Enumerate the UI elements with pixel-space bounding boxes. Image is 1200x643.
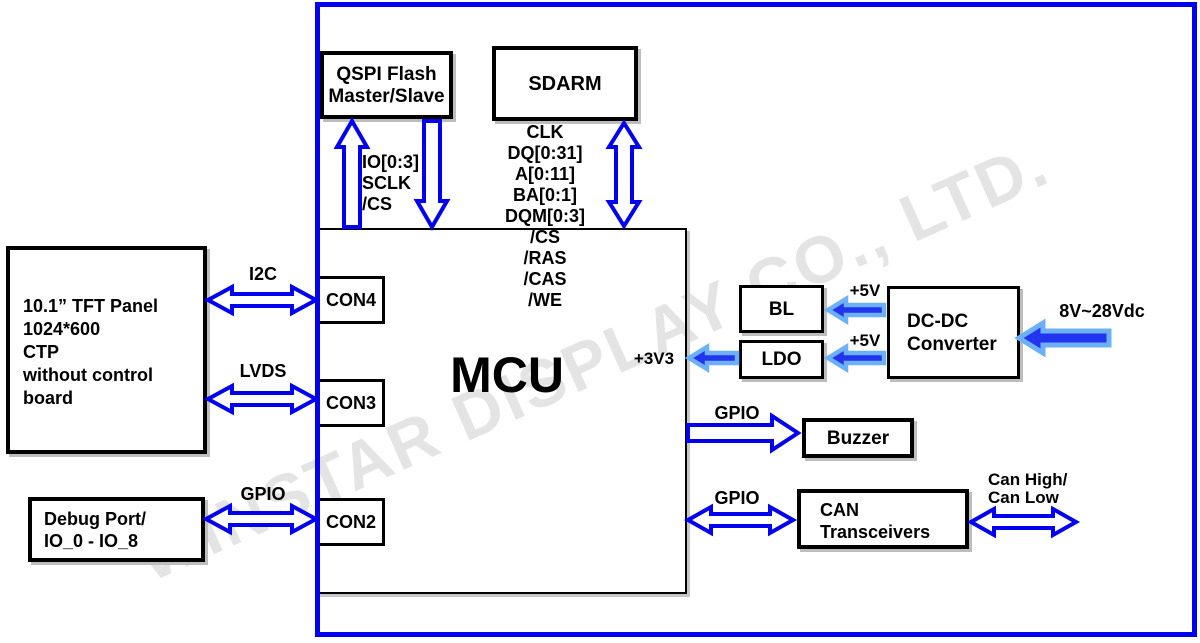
con4-connector: CON4 bbox=[317, 276, 385, 324]
con4-label: CON4 bbox=[325, 289, 376, 310]
sdram-bus-labels: CLK DQ[0:31] A[0:11] BA[0:1] DQM[0:3] /C… bbox=[478, 122, 612, 311]
con2-connector: CON2 bbox=[317, 498, 385, 546]
sdram-bus-ras: /RAS bbox=[523, 248, 567, 268]
qspi-bus-sclk: SCLK bbox=[362, 173, 411, 193]
bl-box: BL bbox=[739, 285, 824, 333]
sdram-label: SDARM bbox=[528, 73, 602, 95]
vin-label: 8V~28Vdc bbox=[1059, 301, 1145, 321]
i2c-arrow bbox=[203, 283, 321, 317]
buzzer-label: Buzzer bbox=[826, 428, 890, 449]
sdram-bidirectional-arrow bbox=[605, 119, 643, 230]
can-high-low-arrow bbox=[966, 505, 1081, 539]
ldo-label: LDO bbox=[761, 349, 802, 370]
debug-port-label-line2: IO_0 - IO_8 bbox=[44, 531, 139, 551]
can-label-line1: CAN bbox=[820, 500, 859, 520]
plus3v3-label: +3V3 bbox=[633, 349, 675, 368]
sdram-bus-we: /WE bbox=[528, 290, 562, 310]
can-transceivers-box: CAN Transceivers bbox=[797, 489, 969, 549]
debug-port-label-line1: Debug Port/ bbox=[44, 509, 146, 529]
plus3v3-arrow bbox=[684, 342, 740, 374]
gpio-debug-label: GPIO bbox=[240, 484, 286, 504]
bl-label: BL bbox=[768, 299, 795, 320]
sdram-box: SDARM bbox=[492, 46, 638, 121]
tft-line-4: without control bbox=[23, 365, 153, 385]
dcdc-label-line2: Converter bbox=[907, 334, 997, 355]
mcu-label: MCU bbox=[450, 347, 564, 403]
gpio-can-label: GPIO bbox=[714, 488, 760, 508]
can-high-low-label: Can High/ Can Low bbox=[988, 471, 1067, 507]
gpio-buzzer-label: GPIO bbox=[714, 403, 760, 423]
plus5v-bl-label: +5V bbox=[849, 281, 881, 300]
gpio-debug-arrow bbox=[201, 502, 321, 536]
gpio-can-arrow bbox=[683, 503, 798, 537]
lvds-label: LVDS bbox=[239, 361, 287, 381]
plus5v-bl-arrow bbox=[823, 294, 887, 326]
can-high-label: Can High/ bbox=[988, 470, 1068, 489]
can-label-line2: Transceivers bbox=[820, 522, 931, 542]
sdram-bus-cs: /CS bbox=[529, 227, 560, 247]
tft-line-2: 1024*600 bbox=[23, 319, 101, 339]
buzzer-box: Buzzer bbox=[802, 418, 914, 458]
sdram-bus-clk: CLK bbox=[526, 122, 564, 142]
dcdc-label-line1: DC-DC bbox=[907, 311, 969, 332]
qspi-flash-label-line1: QSPI Flash bbox=[336, 64, 437, 85]
con2-label: CON2 bbox=[325, 511, 376, 532]
vin-arrow bbox=[1014, 318, 1112, 358]
qspi-up-arrow bbox=[333, 116, 371, 229]
sdram-bus-dq: DQ[0:31] bbox=[507, 143, 583, 163]
debug-port-box: Debug Port/ IO_0 - IO_8 bbox=[28, 497, 205, 562]
sdram-bus-dqm: DQM[0:3] bbox=[505, 206, 585, 226]
tft-line-5: board bbox=[23, 388, 74, 408]
sdram-bus-a: A[0:11] bbox=[514, 164, 576, 184]
tft-line-3: CTP bbox=[23, 342, 59, 362]
i2c-label: I2C bbox=[248, 264, 277, 284]
qspi-bus-cs: /CS bbox=[362, 194, 393, 214]
ldo-box: LDO bbox=[739, 340, 824, 379]
sdram-bus-cas: /CAS bbox=[523, 269, 567, 289]
plus5v-ldo-arrow bbox=[823, 342, 887, 374]
dcdc-converter-box: DC-DC Converter bbox=[887, 286, 1020, 379]
qspi-bus-io: IO[0:3] bbox=[362, 152, 420, 172]
qspi-flash-label-line2: Master/Slave bbox=[328, 86, 445, 107]
qspi-bus-labels: IO[0:3] SCLK /CS bbox=[362, 152, 419, 215]
con3-label: CON3 bbox=[325, 392, 376, 413]
sdram-bus-ba: BA[0:1] bbox=[512, 185, 577, 205]
lvds-arrow bbox=[203, 382, 321, 416]
tft-panel-box: 10.1” TFT Panel 1024*600 CTP without con… bbox=[6, 246, 207, 454]
con3-connector: CON3 bbox=[317, 379, 385, 427]
qspi-flash-box: QSPI Flash Master/Slave bbox=[320, 51, 453, 119]
qspi-down-arrow bbox=[413, 119, 451, 232]
plus5v-ldo-label: +5V bbox=[849, 331, 881, 350]
tft-line-1: 10.1” TFT Panel bbox=[23, 296, 159, 316]
gpio-buzzer-arrow bbox=[686, 412, 802, 454]
can-low-label: Can Low bbox=[988, 488, 1059, 507]
